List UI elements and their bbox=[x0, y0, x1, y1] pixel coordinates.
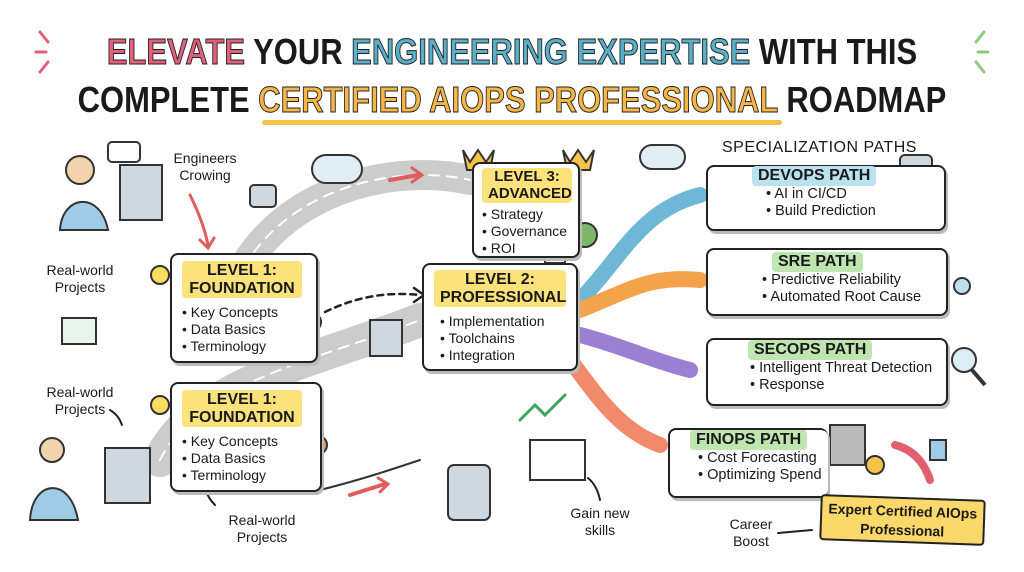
level-topics: Key Concepts Data Basics Terminology bbox=[182, 433, 310, 484]
topic-item: Governance bbox=[482, 223, 570, 240]
path-topics: Predictive Reliability Automated Root Ca… bbox=[762, 272, 946, 306]
topic-item: Intelligent Threat Detection bbox=[750, 360, 946, 377]
gain-new-skills-label: Gain new skills bbox=[570, 505, 630, 538]
topic-item: Response bbox=[750, 377, 946, 394]
path-topics: AI in CI/CD Build Prediction bbox=[752, 186, 944, 220]
sre-arrow bbox=[572, 271, 708, 318]
devops-path-card: DEVOPS PATH AI in CI/CD Build Prediction bbox=[706, 165, 946, 231]
title-word: ENGINEERING EXPERTISE bbox=[351, 31, 751, 72]
level-title: LEVEL 3: ADVANCED bbox=[482, 168, 572, 203]
level-2-professional-card: LEVEL 2: PROFESSIONAL Implementation Too… bbox=[422, 263, 578, 371]
topic-item: Terminology bbox=[182, 338, 306, 355]
level-title: LEVEL 1: FOUNDATION bbox=[182, 390, 302, 428]
path-topics: Intelligent Threat Detection Response bbox=[748, 360, 946, 394]
magnifier-icon bbox=[951, 347, 977, 373]
secops-arrow bbox=[572, 327, 698, 378]
real-world-projects-label: Real-world Projects bbox=[228, 512, 296, 545]
robot-icon bbox=[447, 464, 491, 521]
title-word: ROADMAP bbox=[777, 79, 947, 120]
coins-icon bbox=[865, 455, 885, 475]
topic-item: Data Basics bbox=[182, 450, 310, 467]
level-title: LEVEL 1: FOUNDATION bbox=[182, 261, 302, 299]
level-1-foundation-card: LEVEL 1: FOUNDATION Key Concepts Data Ba… bbox=[170, 382, 322, 492]
lightbulb-icon bbox=[150, 265, 170, 285]
monitor-icon bbox=[119, 164, 163, 221]
path-title: FINOPS PATH bbox=[690, 430, 808, 450]
title-word: YOUR bbox=[245, 31, 352, 72]
pink-arrow bbox=[891, 441, 934, 484]
topic-item: ROI bbox=[482, 240, 570, 257]
calculator-icon bbox=[829, 424, 866, 466]
path-topics: Cost Forecasting Optimizing Spend bbox=[690, 450, 828, 484]
cloud-icon bbox=[311, 154, 363, 184]
spark-icon bbox=[34, 30, 50, 74]
level-1-foundation-card: LEVEL 1: FOUNDATION Key Concepts Data Ba… bbox=[170, 253, 318, 363]
topic-item: Strategy bbox=[482, 206, 570, 223]
topic-item: Integration bbox=[440, 347, 566, 364]
topic-item: Implementation bbox=[440, 313, 566, 330]
dashed-arrow bbox=[323, 292, 422, 314]
person-icon bbox=[65, 155, 95, 185]
title-word: WITH THIS bbox=[750, 31, 918, 72]
topic-item: AI in CI/CD bbox=[766, 186, 944, 203]
level-topics: Strategy Governance ROI bbox=[482, 206, 570, 257]
title-line-1: ELEVATE YOUR ENGINEERING EXPERTISE WITH … bbox=[72, 31, 953, 72]
career-boost-label: Career Boost bbox=[729, 516, 773, 549]
engineers-growing-label: Engineers Crowing bbox=[173, 150, 237, 183]
sre-path-card: SRE PATH Predictive Reliability Automate… bbox=[706, 248, 948, 316]
chart-icon bbox=[529, 439, 586, 481]
robot-icon bbox=[249, 184, 277, 208]
topic-item: Automated Root Cause bbox=[762, 289, 946, 306]
road-edge bbox=[319, 459, 421, 491]
topic-item: Toolchains bbox=[440, 330, 566, 347]
level-title: LEVEL 2: PROFESSIONAL bbox=[434, 270, 566, 308]
topic-item: Predictive Reliability bbox=[762, 272, 946, 289]
topic-item: Data Basics bbox=[182, 321, 306, 338]
cloud-icon bbox=[639, 144, 686, 170]
stethoscope-icon bbox=[953, 277, 971, 295]
real-world-projects-label: Real-world Projects bbox=[46, 384, 114, 417]
spark-icon bbox=[974, 30, 990, 74]
trend-arrow bbox=[518, 393, 567, 422]
level-3-advanced-card: LEVEL 3: ADVANCED Strategy Governance RO… bbox=[472, 162, 580, 258]
speech-bubble-icon bbox=[107, 141, 141, 163]
specialization-heading: SPECIALIZATION PATHS bbox=[722, 139, 917, 156]
topic-item: Optimizing Spend bbox=[698, 467, 828, 484]
topic-item: Build Prediction bbox=[766, 203, 944, 220]
secops-path-card: SECOPS PATH Intelligent Threat Detection… bbox=[706, 338, 948, 406]
title-line-2: COMPLETE CERTIFIED AIOPS PROFESSIONAL RO… bbox=[72, 79, 953, 120]
devops-arrow bbox=[572, 187, 708, 308]
topic-item: Cost Forecasting bbox=[698, 450, 828, 467]
finops-path-card: FINOPS PATH Cost Forecasting Optimizing … bbox=[668, 428, 828, 498]
level-topics: Implementation Toolchains Integration bbox=[434, 313, 566, 364]
pen-icon bbox=[929, 439, 947, 461]
red-arrow bbox=[188, 193, 210, 247]
title-underline bbox=[262, 120, 782, 125]
title-word: ELEVATE bbox=[106, 31, 246, 72]
level-topics: Key Concepts Data Basics Terminology bbox=[182, 304, 306, 355]
expert-certified-banner: Expert Certified AIOps Professional bbox=[819, 494, 986, 546]
topic-item: Key Concepts bbox=[182, 433, 310, 450]
topic-item: Terminology bbox=[182, 467, 310, 484]
path-title: DEVOPS PATH bbox=[752, 166, 877, 186]
path-title: SECOPS PATH bbox=[748, 340, 873, 360]
monitor-icon bbox=[104, 447, 151, 504]
monitor-icon bbox=[61, 317, 97, 345]
finops-arrow bbox=[562, 352, 668, 453]
title-word: COMPLETE bbox=[77, 79, 259, 120]
server-icon bbox=[369, 319, 403, 357]
path-title: SRE PATH bbox=[772, 252, 863, 272]
person-icon bbox=[39, 437, 65, 463]
title-word: CERTIFIED AIOPS PROFESSIONAL bbox=[258, 79, 778, 120]
topic-item: Key Concepts bbox=[182, 304, 306, 321]
lightbulb-icon bbox=[150, 395, 170, 415]
real-world-projects-label: Real-world Projects bbox=[46, 262, 114, 295]
